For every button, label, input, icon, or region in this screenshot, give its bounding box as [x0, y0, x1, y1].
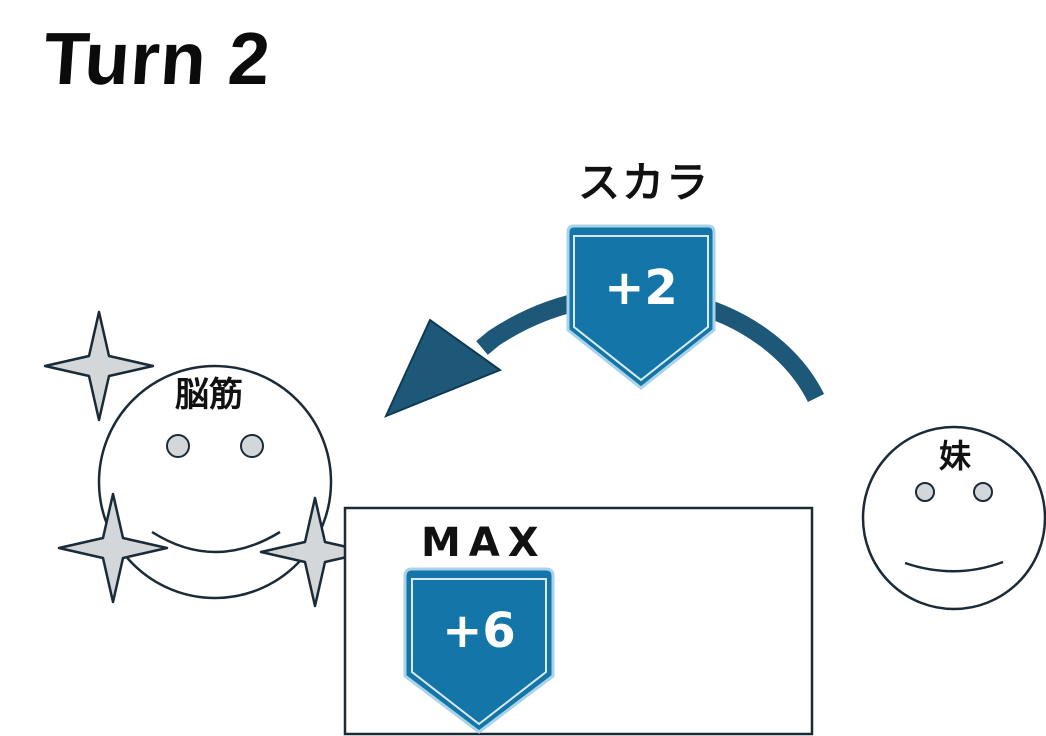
left-character-name: 脳筋 — [175, 375, 243, 415]
max-value: +6 — [442, 603, 516, 659]
right-eye — [240, 434, 264, 458]
four-point-star-icon — [43, 310, 155, 422]
right-eye — [973, 482, 993, 502]
mouth — [904, 560, 1004, 573]
shield-icon — [566, 224, 716, 390]
shield-icon — [403, 567, 555, 734]
four-point-star-icon — [259, 496, 371, 608]
four-point-star-icon — [57, 492, 169, 604]
right-character-face — [861, 425, 1046, 611]
skill-value: +2 — [604, 260, 678, 316]
turn-title: Turn 2 — [41, 17, 274, 100]
left-eye — [915, 482, 935, 502]
max-label: MAX — [421, 520, 547, 566]
mouth — [151, 530, 281, 554]
left-eye — [166, 434, 190, 458]
right-character-name: 妹 — [939, 437, 972, 475]
left-character-face — [97, 364, 333, 600]
skill-name: スカラ — [578, 158, 711, 207]
